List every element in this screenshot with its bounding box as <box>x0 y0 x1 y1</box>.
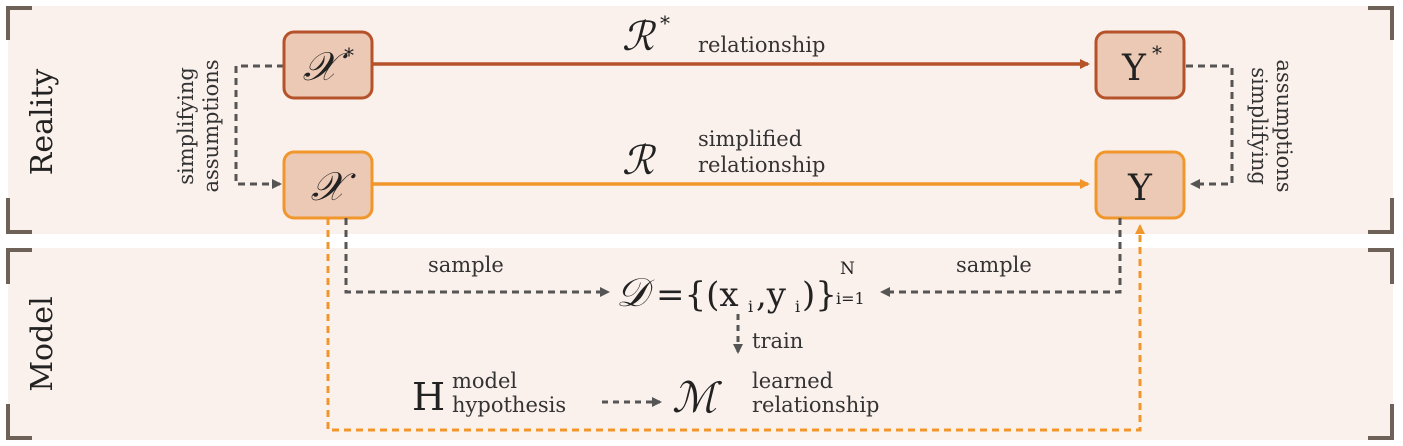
hypothesis-group: H model hypothesis <box>412 369 566 419</box>
dataset-sub-range: i=1 <box>836 289 865 308</box>
dataset-formula-part3: )} <box>802 275 837 315</box>
hypothesis-symbol: H <box>412 375 445 419</box>
x-star-sup: * <box>344 43 354 67</box>
sample-left-arrow <box>344 218 610 297</box>
dataset-formula-part2: ,y <box>756 275 787 315</box>
r-star-sup: * <box>660 11 670 35</box>
sample-left-label: sample <box>428 253 504 277</box>
r-text-line2: relationship <box>698 153 826 177</box>
model-label: Model <box>25 296 60 391</box>
model-band <box>8 248 1393 440</box>
y-symbol: Y <box>1127 168 1153 209</box>
right-assumption-line2: assumptions <box>1272 59 1296 192</box>
r-label-group: ℛ simplified relationship <box>622 127 826 183</box>
band-brackets <box>6 6 1394 440</box>
r-star-label-group: ℛ * relationship <box>622 11 826 59</box>
learned-symbol: ℳ <box>672 376 723 422</box>
node-x-star: 𝒳 * <box>282 30 374 100</box>
r-text-line1: simplified <box>698 127 802 151</box>
dataset-sub-i: i <box>748 297 753 316</box>
hypothesis-line1: model <box>452 369 517 393</box>
learned-line2: relationship <box>752 393 880 417</box>
sample-right-label: sample <box>956 253 1032 277</box>
left-simplifying-assumptions: simplifying assumptions <box>174 59 223 192</box>
r-star-text: relationship <box>698 33 826 57</box>
node-x: 𝒳 <box>282 150 374 220</box>
node-y: Y <box>1094 150 1186 220</box>
node-y-star: Y * <box>1094 30 1186 100</box>
reality-label: Reality <box>25 69 60 175</box>
right-assumption-arrow <box>1186 64 1234 189</box>
dataset-sub-i2: i <box>795 297 800 316</box>
sample-right-arrow <box>880 218 1122 297</box>
left-assumption-arrow <box>234 64 284 189</box>
right-assumption-line1: simplifying <box>1247 67 1271 185</box>
right-simplifying-assumptions: simplifying assumptions <box>1247 59 1296 192</box>
left-assumption-line1: simplifying <box>174 67 198 185</box>
r-symbol: ℛ <box>622 138 657 183</box>
r-star-symbol: ℛ <box>622 14 657 59</box>
left-assumption-line2: assumptions <box>199 59 223 192</box>
y-star-symbol: Y <box>1121 48 1147 89</box>
hypothesis-line2: hypothesis <box>452 393 566 417</box>
dataset-sup-n: N <box>840 259 855 279</box>
learned-line1: learned <box>752 369 833 393</box>
learned-group: ℳ learned relationship <box>672 369 880 422</box>
dataset-formula-part1: ={(x <box>656 275 739 315</box>
y-star-sup: * <box>1152 41 1162 65</box>
orange-loop-arrow <box>326 218 1145 432</box>
dataset-formula: 𝒟 ={(x i ,y i )} N i=1 <box>616 259 865 316</box>
train-label: train <box>752 329 803 353</box>
